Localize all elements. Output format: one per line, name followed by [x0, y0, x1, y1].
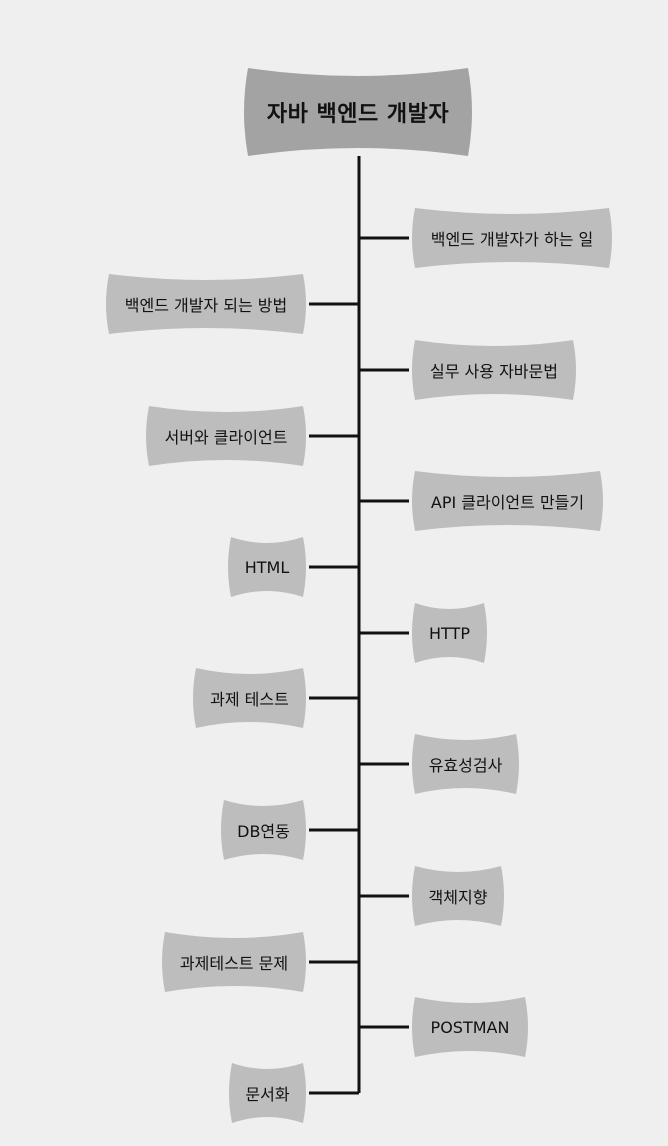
topic-node-8[interactable]: 과제 테스트 — [190, 668, 309, 728]
topic-node-13-shape — [412, 997, 528, 1057]
topic-node-11[interactable]: 객체지향 — [409, 866, 507, 926]
topic-node-6-label: HTML — [244, 557, 290, 577]
topic-node-12-shape — [162, 932, 306, 992]
topic-node-7[interactable]: HTTP — [409, 603, 490, 663]
root-topic-shape — [244, 68, 472, 156]
topic-node-10-shape — [221, 800, 306, 860]
topic-node-14-label: 문서화 — [245, 1085, 290, 1104]
topic-node-5[interactable]: API 클라이언트 만들기 — [409, 471, 606, 531]
topic-node-5-label: API 클라이언트 만들기 — [430, 493, 585, 512]
root-topic-label: 자바 백엔드 개발자 — [266, 102, 450, 127]
topic-node-4[interactable]: 서버와 클라이언트 — [143, 406, 309, 466]
topic-node-14[interactable]: 문서화 — [226, 1063, 309, 1123]
topic-node-9-shape — [412, 734, 519, 794]
topic-node-14-shape — [229, 1063, 306, 1123]
topic-node-9-label: 유효성검사 — [428, 756, 503, 775]
topic-node-6[interactable]: HTML — [225, 537, 309, 597]
topic-node-1[interactable]: 백엔드 개발자가 하는 일 — [409, 208, 615, 268]
topic-node-1-label: 백엔드 개발자가 하는 일 — [430, 230, 594, 249]
topic-node-4-shape — [146, 406, 306, 466]
topic-node-13[interactable]: POSTMAN — [409, 997, 531, 1057]
topic-node-10[interactable]: DB연동 — [218, 800, 309, 860]
topic-node-2-shape — [106, 274, 306, 334]
topic-node-3-label: 실무 사용 자바문법 — [430, 362, 558, 381]
topic-node-2[interactable]: 백엔드 개발자 되는 방법 — [103, 274, 309, 334]
topic-node-12[interactable]: 과제테스트 문제 — [159, 932, 309, 992]
topic-node-4-label: 서버와 클라이언트 — [164, 428, 288, 447]
topic-node-8-label: 과제 테스트 — [210, 690, 289, 709]
topic-node-3[interactable]: 실무 사용 자바문법 — [409, 340, 579, 400]
topic-node-12-label: 과제테스트 문제 — [179, 954, 289, 973]
topic-node-3-shape — [412, 340, 576, 400]
topic-node-6-shape — [228, 537, 306, 597]
topic-node-2-label: 백엔드 개발자 되는 방법 — [124, 296, 288, 315]
topic-node-7-shape — [412, 603, 487, 663]
topic-node-9[interactable]: 유효성검사 — [409, 734, 522, 794]
topic-node-1-shape — [412, 208, 612, 268]
root-topic[interactable]: 자바 백엔드 개발자 — [240, 68, 476, 156]
topic-node-5-shape — [412, 471, 603, 531]
topic-node-10-label: DB연동 — [237, 822, 290, 841]
topic-node-7-label: HTTP — [429, 623, 470, 643]
topic-node-11-label: 객체지향 — [428, 888, 488, 907]
topic-node-8-shape — [193, 668, 306, 728]
topic-node-11-shape — [412, 866, 504, 926]
topic-node-13-label: POSTMAN — [430, 1017, 510, 1037]
